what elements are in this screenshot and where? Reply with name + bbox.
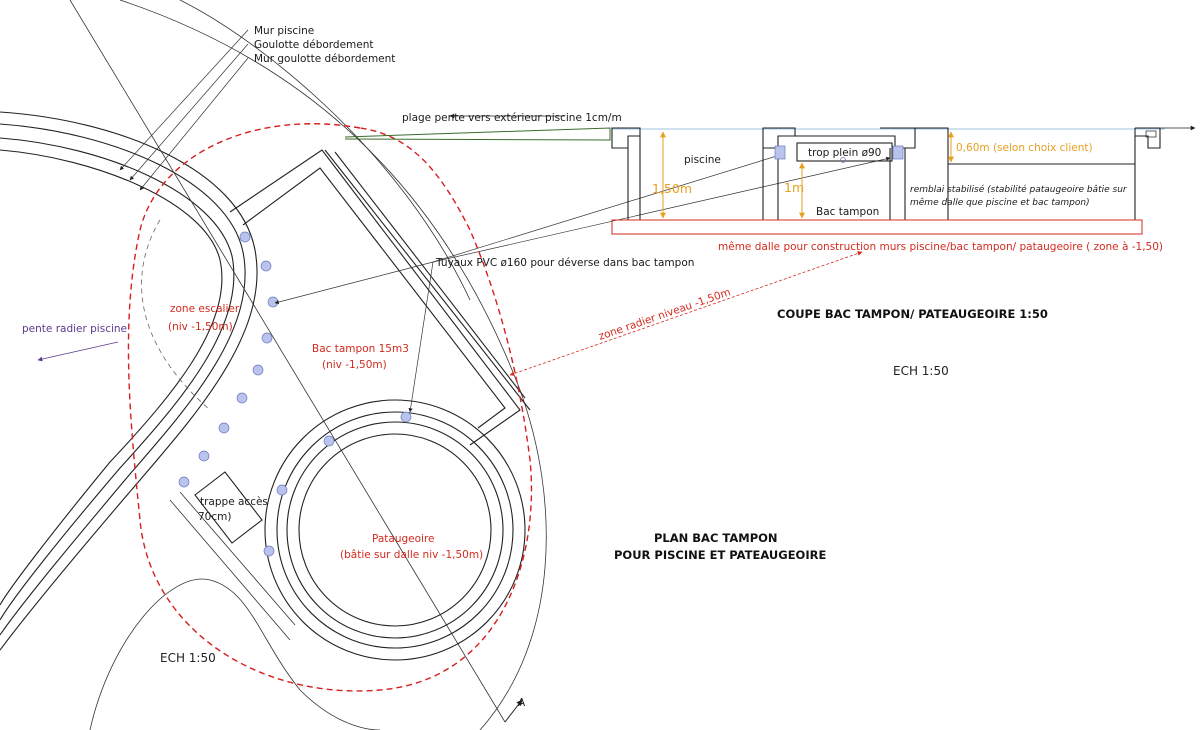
leader-lines [119,29,891,413]
label-goulotte: Goulotte débordement [254,39,374,51]
slope-arrow [37,341,119,362]
label-piscine: piscine [684,154,721,166]
buffer-tank-wall-inner [242,167,506,429]
pipe-dot [252,364,264,376]
wading-pool-ring-4 [298,433,492,627]
label-pente-radier: pente radier piscine [22,323,127,335]
pool-section-right [762,127,796,220]
stair-zone-arc [141,219,211,411]
pipe-dot [178,476,190,488]
plan-scale: ECH 1:50 [160,651,216,665]
label-bac-tampon: Bac tampon 15m3 [312,343,409,355]
pipe-dot [236,392,248,404]
pool-wall-curve-3 [0,137,235,621]
pipe-dot [198,450,210,462]
label-trop-plein: trop plein ø90 [808,147,881,159]
label-zone-escalier-niv: (niv -1,50m) [168,321,233,333]
label-bac-depth: 1m [784,180,804,195]
label-piscine-depth: 1,50m [652,181,692,196]
pipe-dot [218,422,230,434]
plan-title-1: PLAN BAC TAMPON [654,531,778,545]
pipe-dot [267,296,279,308]
pipe-dot [260,260,272,272]
buffer-tank-wall-outer [229,149,521,446]
label-wading-depth: 0,60m (selon choix client) [956,142,1093,154]
pool-wall-curve-4 [0,149,223,606]
label-mur-piscine: Mur piscine [254,25,314,37]
section-cut-line [69,0,506,723]
label-tuyaux: Tuyaux PVC ø160 pour déverse dans bac ta… [435,257,694,269]
label-plage: plage pente vers extérieur piscine 1cm/m [402,112,622,124]
pool-outline-arc [179,0,471,301]
label-pataugeoire-dalle: (bâtie sur dalle niv -1,50m) [340,549,483,561]
section-arrow [504,699,523,723]
pipe-dot [323,435,335,447]
section-view: plage pente vers extérieur piscine 1cm/m… [344,112,1196,378]
hatch-connector [169,491,296,641]
foundation-slab [611,219,1143,235]
label-trappe: trappe accès [200,496,268,508]
section-scale: ECH 1:50 [893,364,949,378]
plan-title-2: POUR PISCINE ET PATEAUGEOIRE [614,548,826,562]
wading-pool-ring-1 [264,399,526,661]
wading-coping [1145,130,1157,138]
label-mur-goulotte: Mur goulotte débordement [254,53,395,65]
pipe-dot [261,332,273,344]
label-pataugeoire: Pataugeoire [372,533,435,545]
overflow-pipe-left [774,145,786,160]
wading-pool-ring-3 [286,421,504,639]
label-remblai-2: même dalle que piscine et bac tampon) [910,197,1090,208]
pipe-dot [239,231,251,243]
pipe-inlets [178,231,412,557]
label-bac-tampon-niv: (niv -1,50m) [322,359,387,371]
wading-pool-section [915,127,1161,220]
overflow-pipe-right [892,145,904,160]
pipe-dot [263,545,275,557]
overflow-pipe-dot [840,157,846,163]
label-zone-radier: zone radier niveau -1,50m [597,286,732,343]
label-dalle: même dalle pour construction murs piscin… [718,241,1163,253]
label-trappe-size: 70cm) [198,511,231,523]
section-marker-label: A [518,697,526,709]
pool-section [611,127,641,220]
pool-wall-curve-1 [0,111,258,651]
label-bac-tampon-section: Bac tampon [816,206,879,218]
buffer-tank-section [795,127,916,220]
wading-pool-ring-2 [276,411,514,649]
access-hatch [194,471,263,544]
pool-wall-curve-2 [0,123,246,636]
overflow-box [796,142,893,162]
plan-view: A Mur pi [0,0,891,730]
slab-zone-leader [509,251,863,376]
label-remblai-1: remblai stabilisé (stabilité pataugeoire… [910,184,1128,195]
pool-deck-outer-curve [119,0,547,730]
buffer-tank-side [324,149,531,411]
pipe-dot [276,484,288,496]
deck-slope [344,127,611,141]
slab-zone-boundary [127,123,533,692]
section-title: COUPE BAC TAMPON/ PATEAUGEOIRE 1:50 [777,307,1048,321]
pool-lower-curve [89,578,381,730]
pipe-dot [400,411,412,423]
label-zone-escalier: zone escalier [170,303,240,315]
